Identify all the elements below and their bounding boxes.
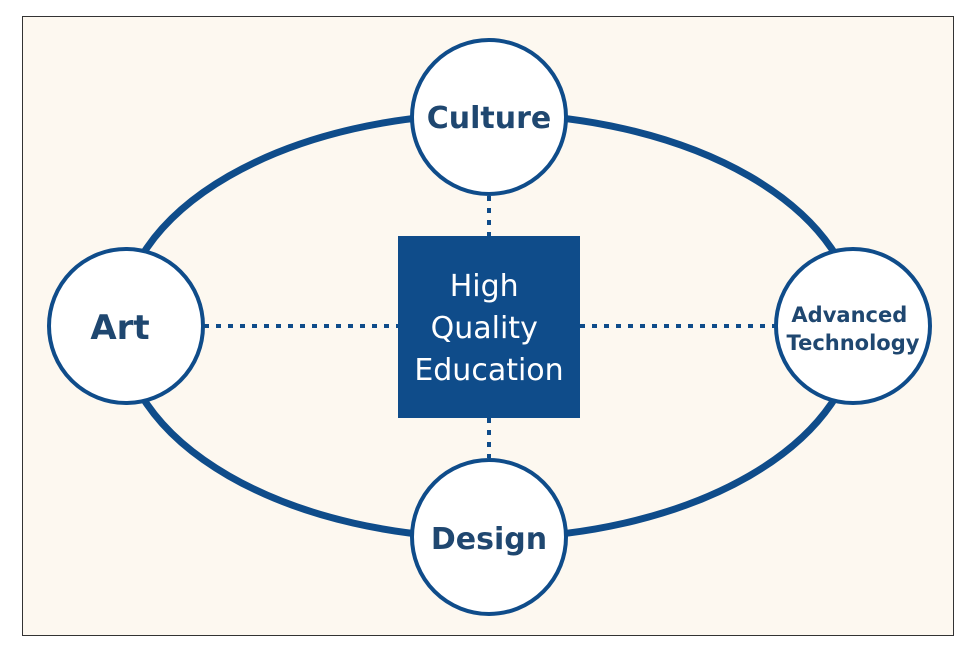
node-culture-label: Culture (427, 101, 552, 136)
node-art-label: Art (90, 308, 149, 348)
center-label: High Quality Education (414, 269, 563, 388)
node-advanced-technology: Advanced Technology (774, 247, 932, 405)
center-label-line-2: Quality (431, 311, 538, 346)
node-art: Art (47, 247, 205, 405)
center-label-line-1: High (450, 269, 519, 304)
node-culture: Culture (410, 38, 568, 196)
center-box (398, 236, 580, 418)
node-advanced-technology-label: Advanced Technology (787, 303, 920, 355)
node-advanced-technology-line-2: Technology (787, 331, 920, 355)
node-design-label: Design (431, 522, 547, 557)
center-label-line-3: Education (414, 353, 563, 388)
node-advanced-technology-line-1: Advanced (791, 303, 907, 327)
node-design: Design (410, 458, 568, 616)
